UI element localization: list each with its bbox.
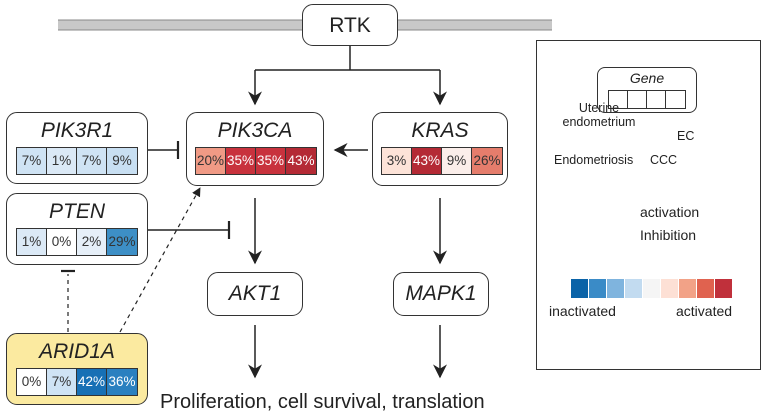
arid1a-inhibits-pten-dashed: [61, 269, 75, 332]
outcome-label: Proliferation, cell survival, translatio…: [160, 391, 485, 413]
legend-scale-swatch: [715, 279, 733, 298]
legend-inhibition-label: Inhibition: [640, 227, 697, 243]
arid1a-cell-uterine: 0%: [17, 369, 47, 395]
legend-scale-swatch: [661, 279, 679, 298]
legend-activated-label: activated: [676, 303, 733, 319]
legend-key-cell: [609, 91, 628, 108]
pik3r1-inhibits-pik3ca: [148, 141, 180, 159]
legend-scale-swatch: [571, 279, 589, 298]
legend-key-cell: [647, 91, 666, 108]
legend-scale-swatch: [607, 279, 625, 298]
arid1a-cells: 0% 7% 42% 36%: [16, 368, 138, 396]
pik3ca-cell-uterine: 20%: [196, 148, 226, 174]
arid1a-cell-ec: 36%: [107, 369, 137, 395]
legend-gene-title: Gene: [629, 70, 665, 86]
kras-cell-uterine: 3%: [382, 148, 412, 174]
pik3r1-cell-ccc: 7%: [77, 148, 107, 174]
kras-cell-ccc: 9%: [442, 148, 472, 174]
pik3ca-cell-endometriosis: 35%: [226, 148, 256, 174]
legend-scale-swatch: [589, 279, 607, 298]
mapk1-label: MAPK1: [405, 282, 477, 305]
legend-col-ccc: CCC: [650, 153, 678, 167]
pik3ca-cell-ec: 43%: [286, 148, 316, 174]
legend-col-uterine-line1: Uterine: [578, 101, 620, 115]
legend-col-endometriosis: Endometriosis: [554, 153, 634, 167]
pik3r1-cell-uterine: 7%: [17, 148, 47, 174]
pten-label: PTEN: [48, 200, 105, 223]
pik3r1-cell-ec: 9%: [107, 148, 137, 174]
legend-col-uterine: Uterine endometrium: [559, 101, 639, 129]
rtk-branch-arrows: [248, 46, 447, 106]
kras-cell-endometriosis: 43%: [412, 148, 442, 174]
kras-label: KRAS: [411, 119, 469, 142]
kras-cell-ec: 26%: [472, 148, 502, 174]
legend-activation-label: activation: [640, 204, 700, 220]
legend-gene-box: Gene: [597, 67, 697, 113]
arid1a-node: ARID1A 0% 7% 42% 36%: [6, 333, 148, 405]
legend-col-uterine-line2: endometrium: [562, 115, 636, 129]
akt1-label: AKT1: [228, 282, 282, 305]
pik3ca-cells: 20% 35% 35% 43%: [195, 147, 317, 175]
legend-scale-swatch: [625, 279, 643, 298]
pik3ca-cell-ccc: 35%: [256, 148, 286, 174]
legend-gene-cells: [608, 90, 686, 109]
pten-cell-ccc: 2%: [77, 229, 107, 255]
pik3r1-label: PIK3R1: [40, 119, 114, 142]
akt1-node: AKT1: [207, 272, 303, 316]
mapk1-node: MAPK1: [393, 272, 489, 316]
kras-cells: 3% 43% 9% 26%: [381, 147, 503, 175]
pik3r1-node: PIK3R1 7% 1% 7% 9%: [6, 112, 148, 184]
legend-color-scale: [571, 279, 733, 298]
pten-cell-ec: 29%: [107, 229, 137, 255]
legend-col-ec: EC: [677, 129, 695, 143]
legend-scale-swatch: [679, 279, 697, 298]
kras-node: KRAS 3% 43% 9% 26%: [372, 112, 508, 186]
rtk-label: RTK: [329, 14, 371, 37]
pik3r1-cell-endometriosis: 1%: [47, 148, 77, 174]
legend-panel: Gene Uterine endometrium Endometriosis C…: [536, 40, 761, 370]
arid1a-cell-ccc: 42%: [77, 369, 107, 395]
pten-inhibits-akt-axis: [148, 221, 231, 239]
arid1a-cell-endometriosis: 7%: [47, 369, 77, 395]
legend-key-cell: [666, 91, 685, 108]
rtk-node: RTK: [302, 4, 398, 46]
arid1a-to-pik3ca-dashed-arrow: [119, 187, 201, 333]
legend-key-cell: [628, 91, 647, 108]
pik3r1-cells: 7% 1% 7% 9%: [16, 147, 138, 175]
legend-scale-swatch: [643, 279, 661, 298]
pten-node: PTEN 1% 0% 2% 29%: [6, 193, 148, 265]
pten-cells: 1% 0% 2% 29%: [16, 228, 138, 256]
arid1a-label: ARID1A: [39, 340, 115, 363]
legend-scale-swatch: [697, 279, 715, 298]
pten-cell-uterine: 1%: [17, 229, 47, 255]
pten-cell-endometriosis: 0%: [47, 229, 77, 255]
legend-inactivated-label: inactivated: [549, 303, 616, 319]
pik3ca-node: PIK3CA 20% 35% 35% 43%: [186, 112, 324, 186]
pik3ca-label: PIK3CA: [217, 119, 293, 142]
